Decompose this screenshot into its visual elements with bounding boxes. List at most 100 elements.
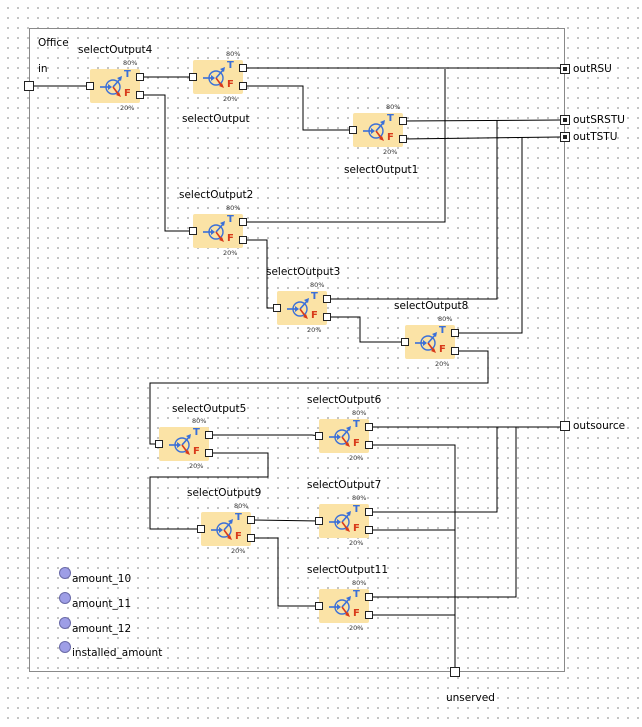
true-port-letter: T [227, 214, 234, 225]
true-probability-label: 80% [234, 502, 249, 510]
true-probability-label: 80% [192, 417, 207, 425]
false-probability-label: 20% [223, 249, 238, 257]
true-port-letter: T [124, 69, 131, 80]
block-name-selectOutput5: selectOutput5 [172, 403, 247, 415]
false-probability-label: 20% [120, 104, 135, 112]
false-port-letter: F [439, 344, 446, 355]
false-port-letter: F [353, 438, 360, 449]
office-label: Office [38, 37, 69, 49]
block-name-selectOutput4: selectOutput4 [78, 44, 153, 56]
true-probability-label: 80% [123, 59, 138, 67]
false-port-letter: F [235, 531, 242, 542]
false-out-port[interactable] [323, 313, 331, 321]
true-port-letter: T [235, 512, 242, 523]
in-port[interactable] [155, 440, 163, 448]
port-outRSU[interactable] [560, 64, 570, 74]
false-probability-label: 20% [231, 547, 246, 555]
block-name-selectOutput3: selectOutput3 [266, 266, 341, 278]
in-port[interactable] [349, 126, 357, 134]
port-outSRSTU[interactable] [560, 115, 570, 125]
false-port-letter: F [193, 446, 200, 457]
port-in[interactable] [24, 81, 34, 91]
false-out-port[interactable] [399, 135, 407, 143]
true-out-port[interactable] [365, 593, 373, 601]
port-label-in: in [38, 63, 48, 75]
true-out-port[interactable] [365, 508, 373, 516]
port-outTSTU[interactable] [560, 132, 570, 142]
true-port-letter: T [353, 504, 360, 515]
false-out-port[interactable] [365, 611, 373, 619]
in-port[interactable] [273, 304, 281, 312]
block-name-selectOutput: selectOutput [182, 113, 250, 125]
false-port-letter: F [124, 88, 131, 99]
false-out-port[interactable] [451, 347, 459, 355]
true-port-letter: T [439, 325, 446, 336]
true-out-port[interactable] [239, 218, 247, 226]
port-label-outsource: outsource [573, 420, 626, 432]
true-out-port[interactable] [136, 73, 144, 81]
false-port-letter: F [387, 132, 394, 143]
false-probability-label: 20% [349, 624, 364, 632]
true-port-letter: T [387, 113, 394, 124]
true-out-port[interactable] [247, 516, 255, 524]
false-out-port[interactable] [205, 449, 213, 457]
in-port[interactable] [315, 432, 323, 440]
true-probability-label: 80% [226, 204, 241, 212]
true-out-port[interactable] [451, 329, 459, 337]
false-port-letter: F [353, 608, 360, 619]
parameter-label: amount_12 [72, 623, 132, 635]
false-probability-label: 20% [349, 454, 364, 462]
port-label-unserved: unserved [446, 692, 495, 704]
false-out-port[interactable] [365, 441, 373, 449]
in-port[interactable] [189, 73, 197, 81]
false-port-letter: F [311, 310, 318, 321]
in-port[interactable] [315, 602, 323, 610]
true-probability-label: 80% [310, 281, 325, 289]
in-port[interactable] [315, 517, 323, 525]
in-port[interactable] [401, 338, 409, 346]
block-name-selectOutput1: selectOutput1 [344, 164, 419, 176]
true-out-port[interactable] [399, 117, 407, 125]
block-name-selectOutput2: selectOutput2 [179, 189, 254, 201]
block-name-selectOutput11: selectOutput11 [307, 564, 389, 576]
parameter-label: amount_10 [72, 573, 132, 585]
false-probability-label: 20% [189, 462, 204, 470]
false-out-port[interactable] [136, 91, 144, 99]
false-probability-label: 20% [307, 326, 322, 334]
port-outsource[interactable] [560, 421, 570, 431]
in-port[interactable] [197, 525, 205, 533]
true-probability-label: 80% [438, 315, 453, 323]
true-port-letter: T [353, 589, 360, 600]
true-out-port[interactable] [239, 64, 247, 72]
false-out-port[interactable] [239, 82, 247, 90]
block-name-selectOutput9: selectOutput9 [187, 487, 262, 499]
parameter-icon[interactable] [59, 592, 71, 604]
false-out-port[interactable] [247, 534, 255, 542]
parameter-label: installed_amount [72, 647, 163, 659]
true-out-port[interactable] [205, 431, 213, 439]
in-port[interactable] [189, 227, 197, 235]
port-unserved[interactable] [450, 667, 460, 677]
parameter-icon[interactable] [59, 567, 71, 579]
true-out-port[interactable] [323, 295, 331, 303]
parameter-icon[interactable] [59, 641, 71, 653]
true-out-port[interactable] [365, 423, 373, 431]
false-port-letter: F [227, 79, 234, 90]
false-out-port[interactable] [239, 236, 247, 244]
false-probability-label: 20% [223, 95, 238, 103]
parameter-icon[interactable] [59, 617, 71, 629]
false-out-port[interactable] [365, 526, 373, 534]
in-port[interactable] [86, 82, 94, 90]
office-agent-frame [29, 28, 565, 672]
